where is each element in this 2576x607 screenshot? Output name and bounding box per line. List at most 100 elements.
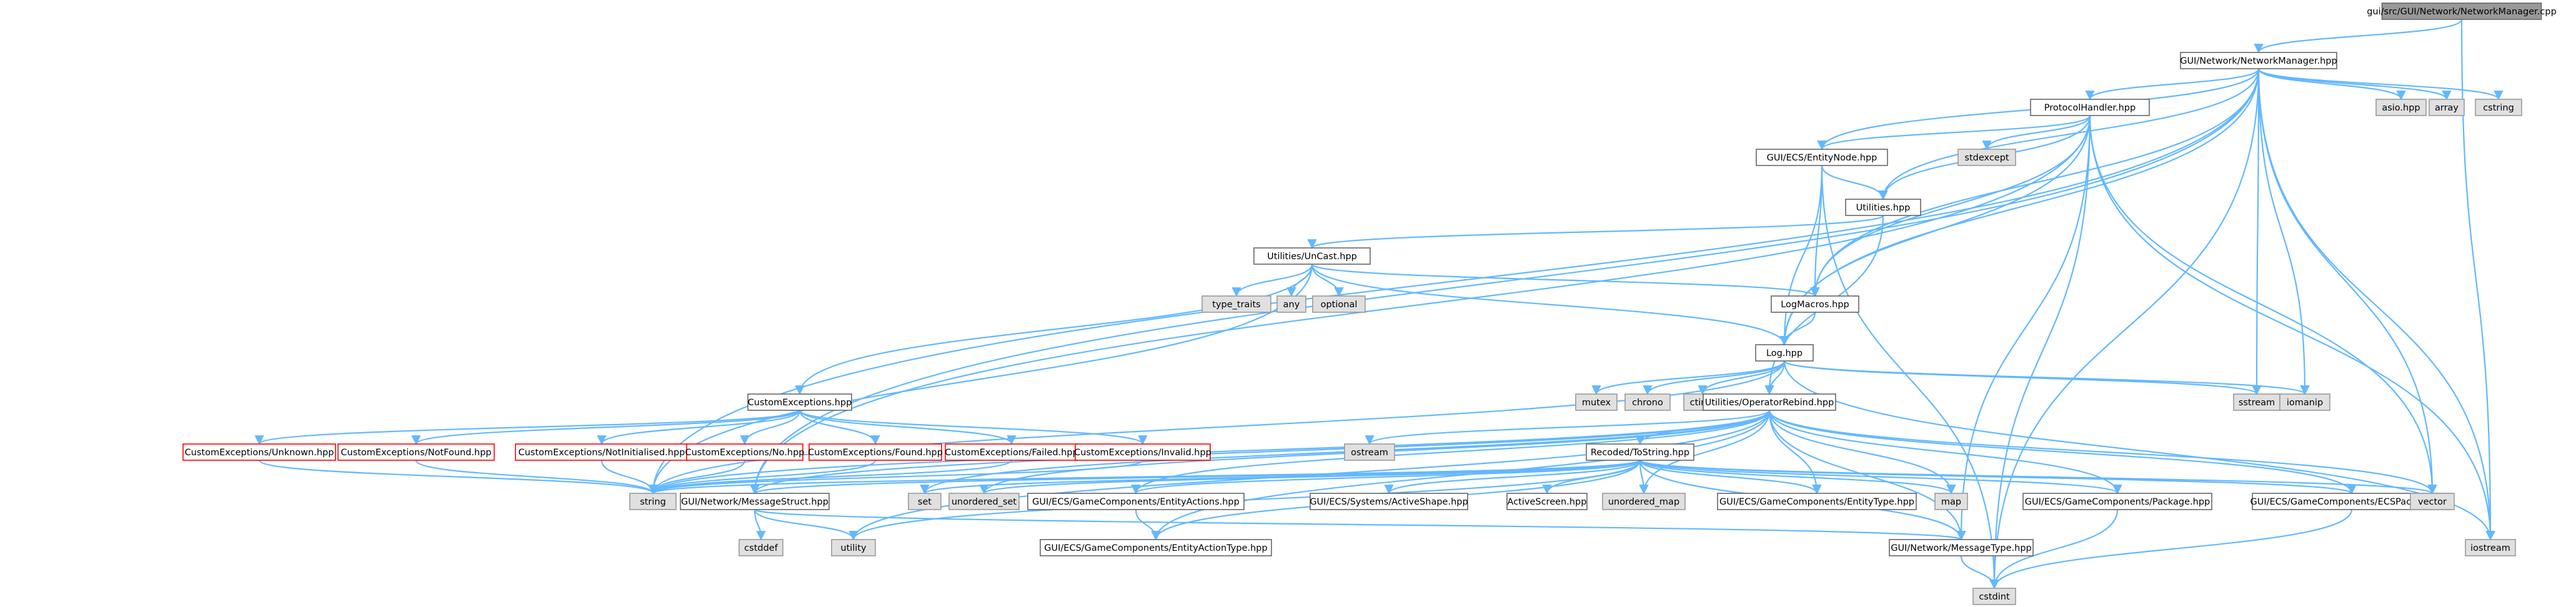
node-asio: asio.hpp [2375, 99, 2427, 116]
node-label: unordered_set [952, 497, 1017, 507]
node-box [1845, 199, 1921, 216]
edge-unicast-to-custexc [795, 264, 1313, 395]
edge-nm-to-ph [2085, 68, 2260, 101]
node-entityactions[interactable]: GUI/ECS/GameComponents/EntityActions.hpp [1027, 493, 1245, 510]
edge-nm-to-string [648, 68, 2260, 495]
node-activescreen[interactable]: ActiveScreen.hpp [1506, 493, 1588, 510]
edge-msgtype-to-cstdint [1960, 555, 1999, 590]
node-label: array [2435, 103, 2459, 113]
node-box [747, 393, 852, 411]
node-log[interactable]: Log.hpp [1755, 344, 1814, 362]
node-box [680, 493, 830, 510]
node-box [1602, 493, 1686, 510]
edge-custexc-to-ce_unknown [254, 409, 801, 445]
node-custexc[interactable]: CustomExceptions.hpp [747, 393, 852, 411]
node-root[interactable]: gui/src/GUI/Network/NetworkManager.cpp [2367, 2, 2557, 20]
edge-ph-to-msgstruct [750, 115, 2091, 495]
node-label: GUI/ECS/GameComponents/EntityActions.hpp [1032, 497, 1240, 507]
edge-msgstruct-to-cstddef [753, 509, 766, 541]
node-label: CustomExceptions/NotInitialised.hpp [519, 448, 685, 458]
node-box [2475, 99, 2522, 116]
node-label: map [1941, 497, 1961, 507]
node-box [738, 539, 783, 556]
edge-entityactions-to-entityactiontype [1135, 509, 1161, 541]
node-label: CustomExceptions/Invalid.hpp [1074, 448, 1211, 458]
edge-logmacros-to-log [1779, 312, 1816, 346]
node-label: GUI/Network/MessageStruct.hpp [681, 497, 828, 507]
node-ce-notinit[interactable]: CustomExceptions/NotInitialised.hpp [515, 443, 689, 461]
edge-oprebind-to-ostream [1365, 409, 1771, 445]
node-ce-found[interactable]: CustomExceptions/Found.hpp [808, 443, 943, 461]
node-label: Utilities/UnCast.hpp [1267, 252, 1357, 262]
edge-oprebind-to-unordered_map [1639, 410, 1771, 495]
edge-nm-to-vector [2257, 68, 2437, 495]
node-box [2465, 539, 2516, 556]
node-oprebind[interactable]: Utilities/OperatorRebind.hpp [1703, 393, 1836, 411]
node-unicast[interactable]: Utilities/UnCast.hpp [1253, 247, 1371, 265]
edge-util-to-unicast [1307, 214, 1884, 249]
node-box [1717, 493, 1917, 510]
edge-ecspackage-to-cstdint [1989, 509, 2353, 590]
edge-oprebind-to-vector [1768, 410, 2437, 495]
node-box [629, 493, 677, 510]
node-box [808, 443, 942, 461]
edge-custexc-to-ce_failed [798, 410, 1017, 445]
node-box [2022, 493, 2212, 510]
node-nm[interactable]: GUI/Network/NetworkManager.hpp [2180, 52, 2337, 69]
node-map: map [1934, 493, 1968, 510]
node-label: GUI/ECS/GameComponents/EntityActionType.… [1044, 543, 1267, 553]
dependency-edges [254, 19, 2504, 590]
edge-oprebind-to-package [1768, 410, 2122, 495]
node-label: iostream [2470, 543, 2510, 553]
edge-msgstruct-to-utility [753, 509, 858, 541]
edge-msgstruct-to-msgtype [753, 508, 1966, 541]
node-ce-invalid[interactable]: CustomExceptions/Invalid.hpp [1074, 443, 1211, 461]
node-ce-unknown[interactable]: CustomExceptions/Unknown.hpp [182, 443, 336, 461]
node-label: vector [2418, 497, 2447, 507]
edge-unicast-to-logmacros [1311, 263, 1820, 297]
node-label: cstddef [744, 543, 778, 553]
node-msgtype[interactable]: GUI/Network/MessageType.hpp [1889, 539, 2034, 556]
node-box [182, 443, 336, 461]
node-sstream: sstream [2233, 393, 2280, 411]
node-box [1201, 295, 1271, 313]
node-label: gui/src/GUI/Network/NetworkManager.cpp [2367, 7, 2557, 17]
edge-unicast-to-type_traits [1231, 264, 1313, 297]
node-ce-notfound[interactable]: CustomExceptions/NotFound.hpp [337, 443, 495, 461]
node-box [2410, 493, 2455, 510]
node-box [1312, 295, 1366, 313]
edge-oprebind-to-entitytype [1768, 410, 1822, 495]
node-box [2030, 99, 2150, 116]
edge-recoded-to-unordered_map [1639, 460, 1649, 495]
edge-ce_unknown-to-string [258, 459, 658, 495]
node-label: Utilities/OperatorRebind.hpp [1705, 398, 1834, 408]
edge-nm-to-sstream [2252, 68, 2262, 395]
node-package[interactable]: GUI/ECS/GameComponents/Package.hpp [2022, 493, 2212, 510]
node-recoded[interactable]: Recoded/ToString.hpp [1586, 443, 1694, 461]
node-box [948, 493, 1020, 510]
node-entitytype[interactable]: GUI/ECS/GameComponents/EntityType.hpp [1717, 493, 1917, 510]
edge-recoded-to-entitytype [1639, 460, 1822, 495]
node-entityactiontype[interactable]: GUI/ECS/GameComponents/EntityActionType.… [1040, 539, 1272, 556]
edge-ce_found-to-string [648, 460, 877, 495]
edge-recoded-to-msgstruct [750, 459, 1641, 495]
node-activeshape[interactable]: GUI/ECS/Systems/ActiveShape.hpp [1310, 493, 1468, 510]
node-msgstruct[interactable]: GUI/Network/MessageStruct.hpp [680, 493, 830, 510]
node-label: any [1283, 300, 1300, 310]
node-logmacros[interactable]: LogMacros.hpp [1771, 295, 1859, 313]
node-label: ostream [1351, 448, 1388, 458]
node-en[interactable]: GUI/ECS/EntityNode.hpp [1756, 149, 1888, 166]
edge-root-to-nm [2254, 19, 2463, 54]
node-ce-no[interactable]: CustomExceptions/No.hpp [685, 443, 805, 461]
edge-ph-to-cstdint [1989, 115, 2091, 590]
node-ce-failed[interactable]: CustomExceptions/Failed.hpp [945, 443, 1078, 461]
edge-oprebind-to-ecspackage [1768, 410, 2357, 495]
node-box [1957, 149, 2016, 166]
node-ostream: ostream [1344, 443, 1395, 461]
node-ph[interactable]: ProtocolHandler.hpp [2030, 99, 2150, 116]
dependency-nodes: gui/src/GUI/Network/NetworkManager.cppGU… [182, 2, 2557, 605]
node-box [1624, 393, 1671, 411]
node-cstdint: cstdint [1972, 588, 2016, 605]
edge-nm-to-iostream [2257, 68, 2495, 541]
node-util[interactable]: Utilities.hpp [1845, 199, 1921, 216]
